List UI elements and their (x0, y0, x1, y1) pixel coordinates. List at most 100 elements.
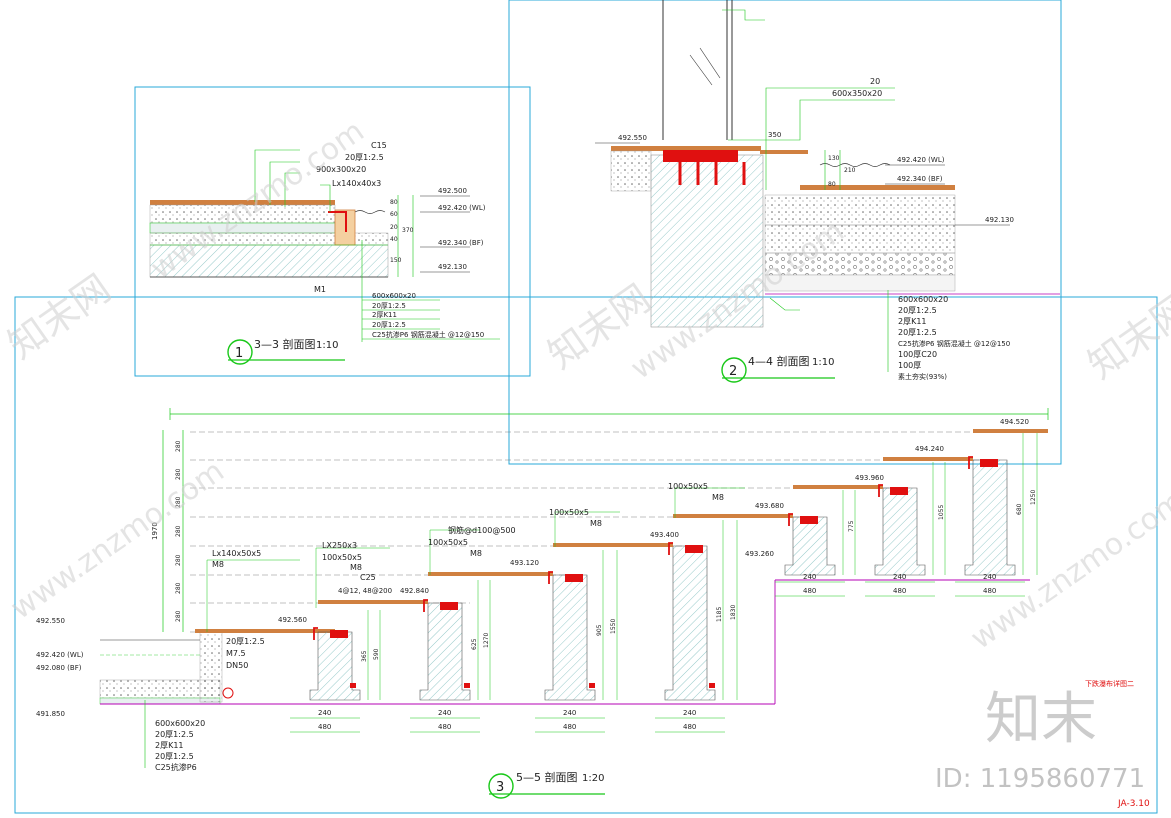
section-55-wall-h-9: 775 (848, 520, 855, 532)
section-33-elev-1: 492.500 (438, 187, 467, 195)
section-55-footing-sub-3: 240 (563, 709, 576, 717)
section-55-label-4: M8 (350, 563, 362, 572)
section-55-layer-5: C25抗渗P6 (155, 762, 197, 772)
section-55-wall-h-8: 1830 (730, 605, 737, 620)
section-33-dim-60: 60 (390, 211, 398, 218)
section-55-drawing (99, 408, 1049, 799)
section-44-label-20: 20 (870, 77, 880, 86)
section-55-wall-h-4: 1270 (483, 633, 490, 648)
section-55-wall-h-10: 1055 (938, 505, 945, 520)
watermark-brand-1: 知末网 (0, 266, 119, 367)
section-55-label-14: M8 (712, 493, 724, 502)
section-55-footing-sub-2: 240 (438, 709, 451, 717)
section-55-footing-2: 480 (438, 723, 451, 731)
section-33-layer-1: 600x600x20 (372, 292, 416, 300)
section-33-dim-20: 20 (390, 224, 398, 231)
section-33-drawing (149, 149, 500, 365)
section-55-wall-h-5: 905 (596, 624, 603, 636)
section-55-step-dim-5: 280 (175, 554, 182, 566)
section-33-label-angle: Lx140x40x3 (332, 179, 381, 188)
section-55-layer-mid-1: 20厚1:2.5 (226, 637, 265, 646)
section-55-left-elev-1: 492.550 (36, 617, 65, 625)
section-55-layer-2: 20厚1:2.5 (155, 730, 194, 739)
watermark-site-2: www.znzmo.com (5, 454, 231, 627)
section-33-dim-370: 370 (402, 227, 414, 234)
section-55-total-dim: 1970 (151, 522, 159, 540)
section-33-label-stone: 900x300x20 (316, 165, 366, 174)
section-55-step-dim-6: 280 (175, 582, 182, 594)
section-44-drawing (595, 0, 1060, 383)
section-55-label-10: 钢筋@d100@500 (448, 525, 516, 535)
section-44-layer-7: 100厚 (898, 361, 921, 370)
section-55-label-11: 100x50x5 (549, 508, 589, 517)
section-55-label-3: LX250x3 (322, 541, 357, 550)
section-55-wall-h-7: 1185 (716, 607, 723, 622)
section-55-label-7: 4@12, 48@200 (338, 587, 392, 595)
section-55-layer-3: 2厚K11 (155, 741, 184, 750)
section-33-label-mortar: 20厚1:2.5 (345, 153, 384, 162)
section-55-footing-3: 480 (563, 723, 576, 731)
frame-section-55 (14, 296, 1158, 814)
section-44-elev-2: 492.420 (WL) (897, 156, 945, 164)
section-55-label-12: M8 (590, 519, 602, 528)
section-55-elev-5: 493.400 (650, 531, 679, 539)
section-55-wall-h-3: 625 (471, 638, 478, 650)
section-55-label-1: Lx140x50x5 (212, 549, 261, 558)
section-55-label-8: 100x50x5 (428, 538, 468, 547)
section-55-left-elev-2: 492.420 (WL) (36, 651, 84, 659)
section-55-elev-6: 493.120 (510, 559, 539, 567)
frame-section-44 (508, 0, 1062, 465)
section-33-dim-150: 150 (390, 257, 402, 264)
section-55-elev-1: 494.520 (1000, 418, 1029, 426)
section-44-layer-8: 素土夯实(93%) (898, 372, 947, 381)
section-44-elev-1: 492.550 (618, 134, 647, 142)
section-33-dim-40: 40 (390, 236, 398, 243)
section-55-elev-3: 493.960 (855, 474, 884, 482)
section-55-wall-h-1: 365 (361, 650, 368, 662)
section-55-step-dim-4: 280 (175, 525, 182, 537)
section-55-number: 3 (496, 780, 504, 795)
section-33-title: 3—3 剖面图 (254, 337, 316, 351)
section-44-elev-3: 492.340 (BF) (897, 175, 943, 183)
section-55-wall-h-2: 590 (373, 648, 380, 660)
section-55-red-note: 下跌瀑布详图二 (1085, 679, 1134, 688)
section-55-label-2: M8 (212, 560, 224, 569)
section-44-layer-1: 600x600x20 (898, 295, 948, 304)
section-55-footing-sub-1: 240 (318, 709, 331, 717)
section-33-layer-2: 20厚1:2.5 (372, 302, 406, 310)
section-55-label-6: C25 (360, 573, 376, 582)
section-55-footing-sub-6: 240 (893, 573, 906, 581)
section-44-dim-130: 130 (828, 155, 840, 162)
section-55-elev-2: 494.240 (915, 445, 944, 453)
section-55-footing-7: 480 (983, 587, 996, 595)
section-55-elev-7: 492.840 (400, 587, 429, 595)
section-55-sheet-id: JA-3.10 (1117, 799, 1150, 809)
section-55-layer-4: 20厚1:2.5 (155, 752, 194, 761)
section-55-step-dim-1: 280 (175, 440, 182, 452)
section-55-step-dim-7: 280 (175, 610, 182, 622)
section-44-label-stone: 600x350x20 (832, 89, 882, 98)
section-33-layer-5: C25抗渗P6 钢筋混凝土 @12@150 (372, 330, 484, 339)
section-55-label-5: 100x50x5 (322, 553, 362, 562)
section-55-left-elev-3: 492.080 (BF) (36, 664, 82, 672)
frame-section-33 (134, 86, 531, 377)
section-44-layer-2: 20厚1:2.5 (898, 306, 937, 315)
section-55-layer-mid-3: DN50 (226, 661, 248, 670)
section-44-dim-350: 350 (768, 131, 781, 139)
section-33-layer-4: 20厚1:2.5 (372, 321, 406, 329)
section-55-footing-sub-7: 240 (983, 573, 996, 581)
section-33-layer-3: 2厚K11 (372, 311, 397, 319)
section-55-step-dim-3: 280 (175, 496, 182, 508)
section-33-elev-2: 492.420 (WL) (438, 204, 486, 212)
watermark-id: ID: 1195860771 (935, 764, 1145, 794)
section-55-footing-1: 480 (318, 723, 331, 731)
section-55-wall-h-6: 1550 (610, 619, 617, 634)
section-55-scale: 1:20 (582, 773, 604, 784)
section-55-step-dim-2: 280 (175, 468, 182, 480)
section-55-title: 5—5 剖面图 (516, 770, 578, 784)
section-44-elev-4: 492.130 (985, 216, 1014, 224)
section-55-label-13: 100x50x5 (668, 482, 708, 491)
section-33-number: 1 (235, 346, 243, 361)
section-55-left-elev-4: 491.850 (36, 710, 65, 718)
